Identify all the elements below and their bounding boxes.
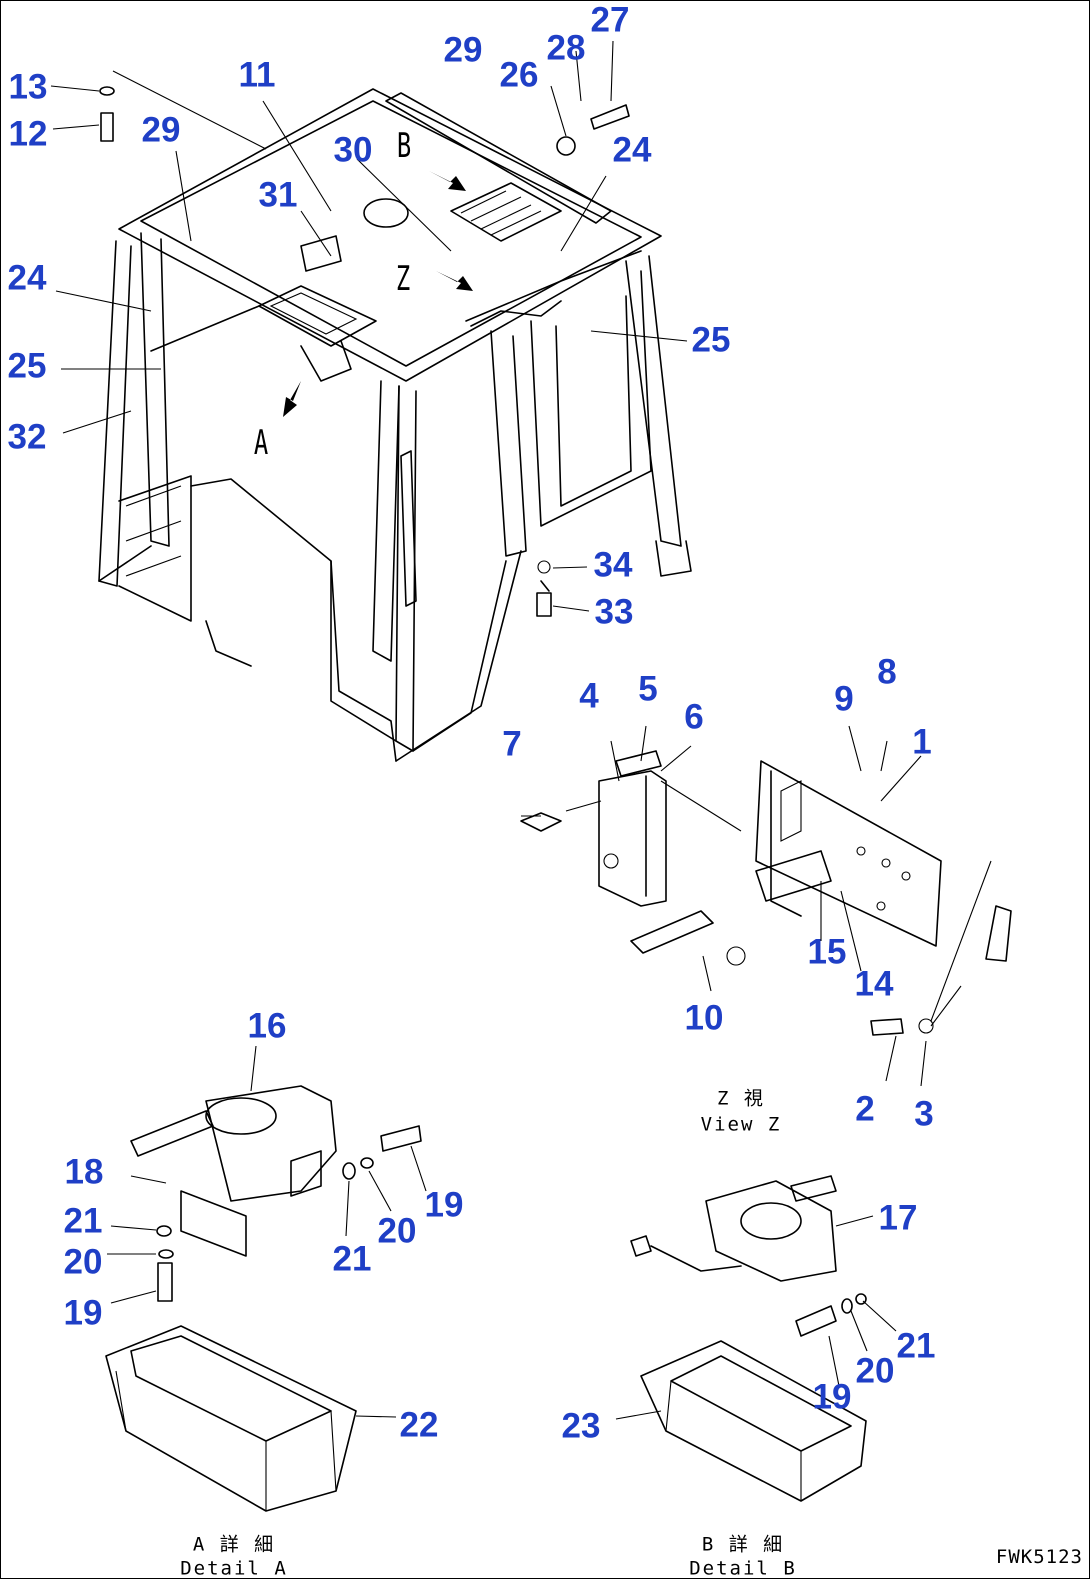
callout-31: 31 [258, 175, 298, 215]
callout-33: 33 [594, 592, 634, 632]
callout-21: 21 [63, 1201, 103, 1241]
diagram-code: FWK5123 [995, 1546, 1083, 1568]
callout-1: 1 [912, 722, 932, 762]
callout-9: 9 [834, 679, 854, 719]
callout-6: 6 [684, 697, 704, 737]
callout-28: 28 [546, 28, 586, 68]
callout-25: 25 [691, 320, 731, 360]
callout-20: 20 [63, 1242, 103, 1282]
cab-frame [50, 40, 692, 762]
callout-15: 15 [807, 932, 847, 972]
callout-27: 27 [590, 0, 630, 40]
callout-17: 17 [878, 1198, 918, 1238]
callout-34: 34 [593, 545, 633, 585]
callout-5: 5 [638, 669, 658, 709]
view-letter-z: Z [395, 259, 411, 299]
callout-19: 19 [812, 1377, 852, 1417]
view-letter-a: A [253, 423, 269, 463]
callout-20: 20 [855, 1351, 895, 1391]
callout-29: 29 [443, 30, 483, 70]
detail-b-drawing [615, 1175, 897, 1502]
callout-10: 10 [684, 998, 724, 1038]
callout-21: 21 [896, 1326, 936, 1366]
callout-4: 4 [579, 676, 599, 716]
callout-21: 21 [332, 1239, 372, 1279]
callout-22: 22 [399, 1405, 439, 1445]
callout-32: 32 [7, 417, 47, 457]
view-z-drawing [520, 725, 1012, 1087]
callout-3: 3 [914, 1094, 934, 1134]
callout-25: 25 [7, 346, 47, 386]
callout-30: 30 [333, 130, 373, 170]
view-z-caption-jp: Z 視 [717, 1087, 765, 1110]
detail-a-caption-jp: A 詳 細 [192, 1533, 276, 1556]
callout-19: 19 [424, 1185, 464, 1225]
callout-12: 12 [8, 114, 48, 154]
callout-13: 13 [8, 67, 48, 107]
callout-19: 19 [63, 1293, 103, 1333]
callout-24: 24 [7, 258, 47, 298]
detail-b-caption-jp: B 詳 細 [701, 1533, 785, 1556]
detail-a-caption-en: Detail A [180, 1557, 288, 1579]
callout-24: 24 [612, 130, 652, 170]
callout-16: 16 [247, 1006, 287, 1046]
callout-29: 29 [141, 110, 181, 150]
callout-23: 23 [561, 1406, 601, 1446]
detail-a-drawing [105, 1045, 427, 1512]
callout-11: 11 [238, 55, 276, 95]
callout-26: 26 [499, 55, 539, 95]
view-letter-b: B [396, 126, 412, 166]
callout-14: 14 [854, 964, 894, 1004]
callout-7: 7 [502, 724, 522, 764]
callout-20: 20 [377, 1211, 417, 1251]
callout-8: 8 [877, 652, 897, 692]
callout-2: 2 [855, 1089, 875, 1129]
detail-b-caption-en: Detail B [689, 1557, 797, 1579]
view-z-caption-en: View Z [700, 1113, 782, 1136]
callout-18: 18 [64, 1152, 104, 1192]
